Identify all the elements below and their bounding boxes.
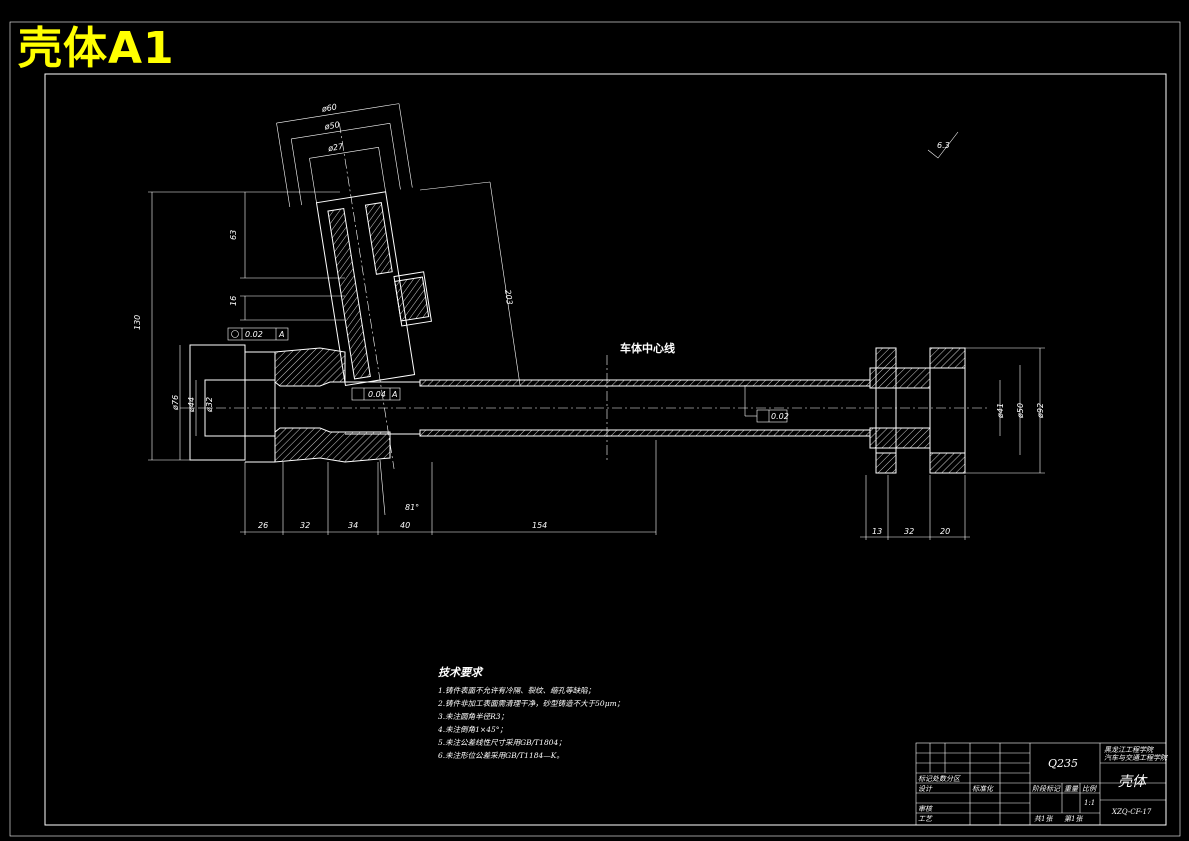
tb-row-label-3: 审核 [918, 805, 933, 813]
tb-drawing-number: XZQ-CF-17 [1111, 808, 1152, 816]
dim-16: 16 [229, 296, 238, 306]
centerline-label: 车体中心线 [620, 341, 675, 355]
dim-d32: ø32 [205, 397, 214, 413]
tol-2-ref: A [391, 390, 397, 399]
tech-req-line: 3.未注圆角半径R3； [438, 712, 509, 721]
dim-d50: ø50 [323, 120, 340, 131]
tb-scale-label: 比例 [1082, 785, 1097, 793]
tb-weight-label: 重量 [1064, 785, 1079, 793]
tb-row-label-1: 标记处数分区 [918, 775, 961, 783]
tb-school-2: 汽车与交通工程学院 [1104, 754, 1168, 762]
dim-26: 26 [258, 521, 268, 530]
tb-scale-value: 1:1 [1084, 799, 1095, 807]
tech-req-line: 6.未注形位公差采用GB/T1184—K。 [438, 751, 564, 760]
dim-32b: 32 [904, 527, 914, 536]
technical-requirements: 技术要求 1.铸件表面不允许有冷隔、裂纹、缩孔等缺陷； 2.铸件非加工表面需清理… [438, 664, 624, 762]
dim-d44: ø44 [187, 397, 196, 413]
tb-sign-label: 标准化 [972, 785, 994, 793]
dim-angle-81: 81° [405, 503, 419, 512]
inner-border [44, 73, 1167, 826]
title-block: Q235 黑龙江工程学院 汽车与交通工程学院 壳体 XZQ-CF-17 标记处数… [915, 742, 1168, 826]
tech-req-line: 4.未注倒角1×45°； [438, 725, 508, 734]
dim-d92: ø92 [1036, 403, 1045, 419]
tolerance-frame-2: 0.04 A [351, 387, 401, 401]
tolerance-frame-3: 0.02 [744, 385, 789, 423]
roughness-value: 6.3 [937, 141, 950, 150]
tech-req-title: 技术要求 [438, 666, 482, 679]
tol-3-value: 0.02 [771, 412, 789, 421]
dim-d27: ø27 [326, 142, 344, 154]
roughness-symbol: 6.3 [927, 131, 959, 159]
dim-d76: ø76 [171, 395, 180, 411]
dim-32a: 32 [300, 521, 310, 530]
outer-border [9, 21, 1181, 837]
sheet-title: 壳体A1 [18, 23, 175, 74]
dim-63: 63 [229, 230, 238, 240]
left-vertical-dims: 130 63 16 ø76 ø44 ø32 [133, 191, 345, 461]
tb-school-1: 黑龙江工程学院 [1104, 746, 1154, 754]
tech-req-line: 5.未注公差线性尺寸采用GB/T1804； [438, 738, 566, 747]
dim-40: 40 [400, 521, 410, 530]
dim-154: 154 [532, 521, 547, 530]
tol-2-value: 0.04 [368, 390, 386, 399]
tb-sheets-total: 共1张 [1034, 815, 1053, 823]
tb-material: Q235 [1048, 757, 1078, 770]
dim-13: 13 [872, 527, 882, 536]
tb-row-label-2: 设计 [918, 785, 933, 793]
tb-sheet-no: 第1张 [1064, 815, 1083, 823]
dim-d60: ø60 [320, 102, 337, 113]
tb-stage-label: 阶段标记 [1032, 785, 1061, 793]
tb-row-label-4: 工艺 [918, 815, 933, 823]
angled-branch: ø60 ø50 ø27 [276, 102, 433, 469]
tol-1-value: 0.02 [245, 330, 263, 339]
tech-req-line: 1.铸件表面不允许有冷隔、裂纹、缩孔等缺陷； [438, 686, 596, 695]
right-vertical-dims: ø41 ø50 ø92 [965, 347, 1045, 474]
tech-req-line: 2.铸件非加工表面需清理干净，砂型铸造不大于50μm； [438, 699, 625, 708]
dim-20: 20 [940, 527, 950, 536]
dim-34: 34 [348, 521, 358, 530]
dim-203: 203 [503, 289, 514, 305]
bottom-dims: 26 32 34 40 154 13 32 20 81° [240, 440, 970, 540]
tol-1-ref: A [278, 330, 284, 339]
tolerance-frame-1: 0.02 A [227, 327, 289, 341]
right-flange [869, 347, 966, 474]
dim-d50b: ø50 [1016, 403, 1025, 419]
tb-part-name: 壳体 [1118, 774, 1148, 790]
dim-d41: ø41 [996, 403, 1005, 419]
left-hub [189, 344, 420, 463]
dim-130: 130 [133, 315, 142, 330]
